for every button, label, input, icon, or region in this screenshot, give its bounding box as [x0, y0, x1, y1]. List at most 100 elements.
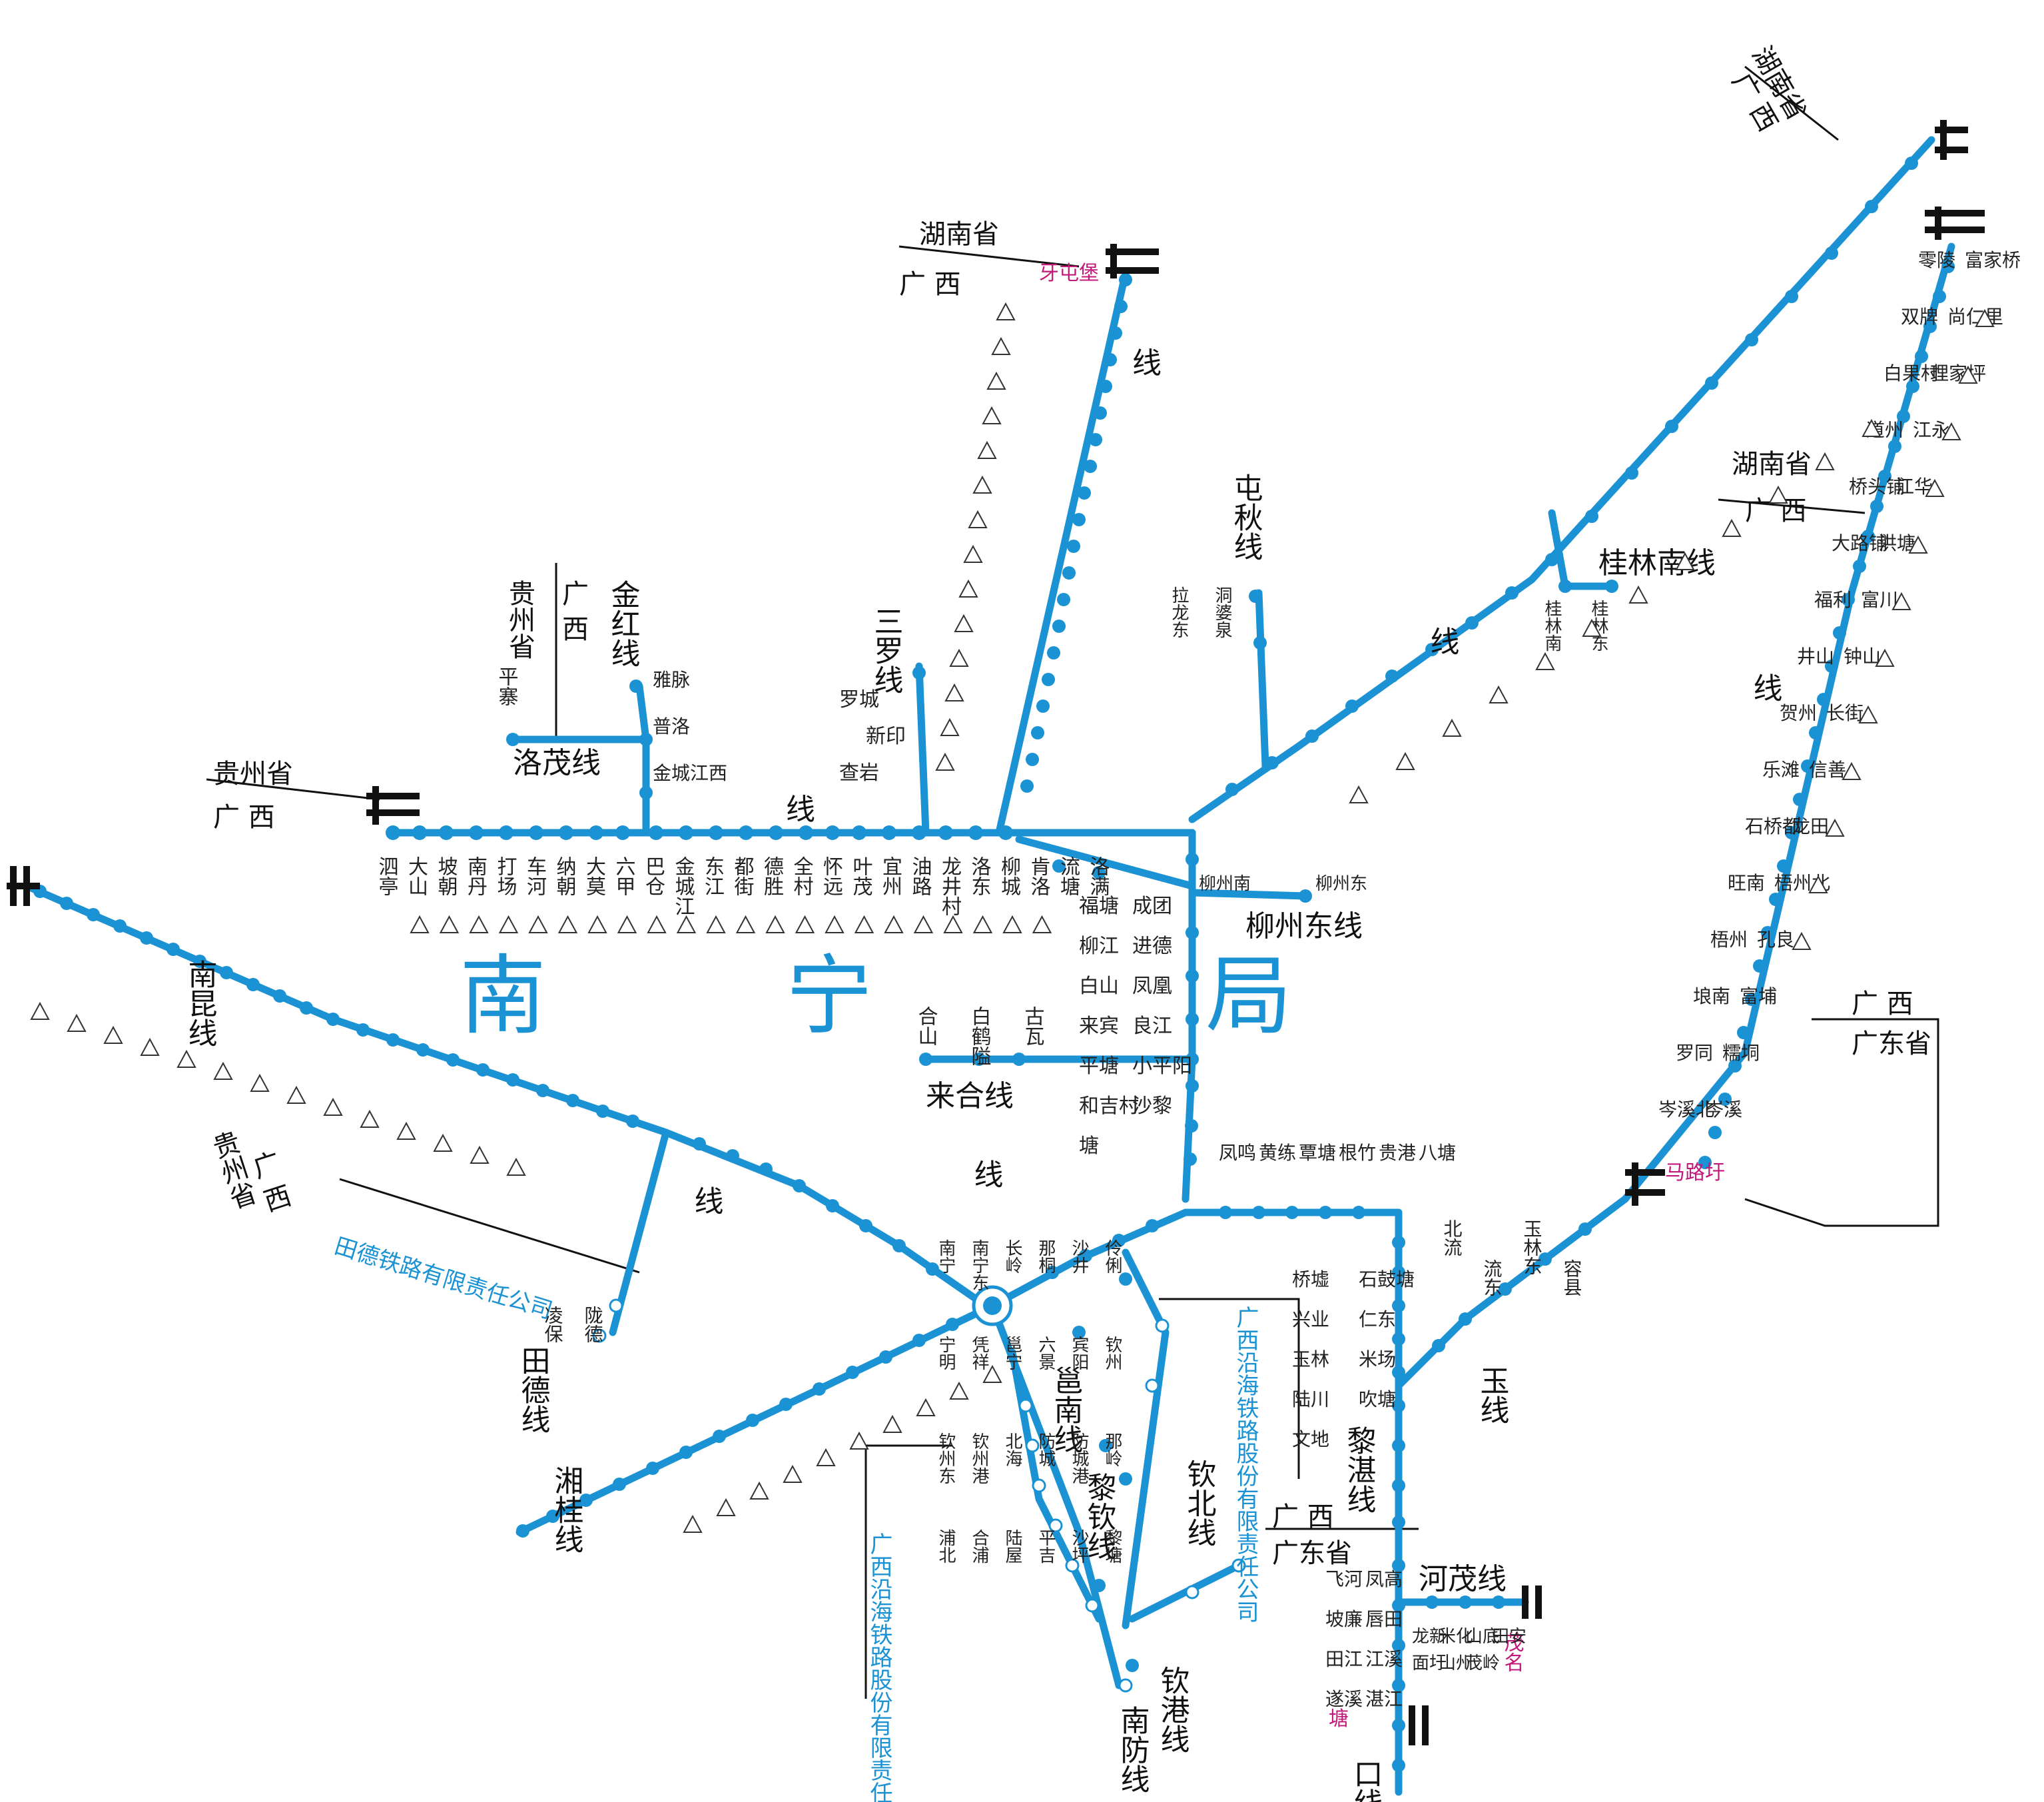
line-label-nan-kun-w: 南昆线	[183, 959, 217, 1047]
province-guangdong-se: 广东省	[1852, 1029, 1931, 1059]
province-guangxi-s: 广 西	[1272, 1502, 1334, 1532]
station-label-laihe: 古瓦	[1021, 1006, 1044, 1046]
station-tang: 塘	[1329, 1707, 1349, 1731]
scenic-marker-icon	[884, 915, 904, 933]
terminus-quanzhou	[1935, 120, 1968, 160]
scenic-marker-icon	[949, 1381, 969, 1400]
station-label-nanning: 那桐	[1036, 1239, 1056, 1274]
border-guizhou-guangxi-w	[206, 778, 380, 801]
scenic-marker-icon	[963, 544, 983, 563]
station-label-west_main: 肯洛	[1027, 856, 1050, 896]
scenic-marker-icon	[439, 915, 460, 933]
station-label-maoming: 面圩	[1412, 1653, 1447, 1673]
station-label-yulin: 玉林东	[1521, 1219, 1543, 1275]
scenic-marker-icon	[1825, 818, 1845, 837]
scenic-marker-icon	[1582, 618, 1602, 637]
station-maoming: 茂名	[1501, 1632, 1524, 1672]
station-label-nanning: 防城港	[1069, 1432, 1089, 1484]
station-label-nanning: 南宁东	[969, 1239, 989, 1291]
station-label-south_trunk: 平塘	[1079, 1055, 1119, 1078]
station-label-yongzhan: 富埔	[1740, 985, 1777, 1007]
scenic-marker-icon	[735, 915, 756, 933]
scenic-marker-icon	[1908, 535, 1928, 554]
scenic-marker-icon	[617, 915, 637, 933]
scenic-marker-icon	[968, 510, 988, 528]
station-label-nanning: 南宁	[936, 1239, 956, 1274]
scenic-marker-icon	[795, 915, 815, 933]
scenic-marker-icon	[954, 614, 974, 632]
station-label-lizhan: 吹塘	[1359, 1388, 1396, 1410]
scenic-marker-icon	[854, 915, 874, 933]
station-label-west_main: 流塘	[1056, 856, 1080, 896]
station-label-maoming: 山州	[1439, 1653, 1473, 1673]
station-label-hemao: 唇田	[1365, 1608, 1403, 1630]
border-tiande	[339, 1178, 640, 1274]
scenic-markers	[30, 302, 1995, 1533]
station-label-tiande: 陇德	[582, 1306, 604, 1343]
line-label-jiaoliu: 线	[1132, 346, 1162, 380]
line-labels: 线 线 三罗线 金红线 洛茂线 屯秋线 桂林南线 柳州东线 来合线 河茂线 口线…	[183, 346, 1782, 1802]
station-label-west_main: 龙井村	[938, 856, 962, 916]
line-label-guilin-south: 桂林南线	[1598, 546, 1716, 580]
station-label-west_main: 坡朝	[434, 856, 458, 896]
station-label-west_main: 都街	[731, 856, 755, 896]
station-label-south_trunk: 和吉村	[1079, 1095, 1139, 1118]
line-label-laihe: 来合线	[926, 1079, 1014, 1113]
station-label-maoming: 米化	[1439, 1627, 1473, 1647]
station-label-liuzhou: 柳州南	[1199, 874, 1251, 894]
station-label-yongzhan: 江华	[1895, 476, 1933, 498]
station-label-laihe: 合山	[914, 1006, 938, 1046]
line-label-jinhong: 金红线	[606, 580, 640, 668]
station-label-yongzhan: 岑溪	[1705, 1099, 1742, 1121]
line-label-tiande: 田德线	[516, 1346, 550, 1434]
station-label-lizhan: 桥墟	[1292, 1268, 1329, 1290]
station-label-south_trunk: 进德	[1132, 935, 1172, 958]
company-coastal-w: 广西沿海铁路股份有限责任公司	[866, 1532, 892, 1802]
station-label-south_trunk: 凤凰	[1132, 975, 1172, 998]
terminus-yatunbao	[1106, 244, 1159, 278]
station-label-west_main: 洛东	[968, 856, 991, 896]
scenic-marker-icon	[986, 371, 1006, 390]
station-label-maoming: 龙新	[1412, 1627, 1447, 1647]
province-guangxi-n: 广 西	[899, 269, 961, 300]
station-label-west_main: 柳城	[997, 856, 1020, 896]
scenic-marker-icon	[557, 915, 578, 933]
station-label-maoming: 田安	[1492, 1627, 1527, 1647]
station-label-west_main: 泗亭	[375, 856, 398, 896]
station-label-nanning: 钦州	[1102, 1336, 1122, 1370]
station-label-nanning: 伶俐	[1102, 1239, 1122, 1274]
rail-jiaoliu	[995, 269, 1130, 837]
station-label-nanning: 宁明	[936, 1336, 956, 1370]
station-label-west_main: 洛满	[1086, 856, 1110, 896]
province-hunan-n: 湖南省	[919, 219, 999, 250]
station-label-maoming: 山底	[1465, 1627, 1500, 1647]
station-label-yongzhan: 零陵	[1918, 249, 1955, 271]
scenic-marker-icon	[972, 475, 992, 494]
station-label-yongzhan: 长街	[1826, 702, 1864, 724]
scenic-marker-icon	[996, 302, 1016, 320]
station-label-yongzhan: 龙田	[1792, 815, 1829, 837]
scenic-marker-icon	[977, 440, 997, 459]
station-label-yongzhan: 桥头铺	[1849, 476, 1905, 498]
scenic-marker-icon	[286, 1085, 306, 1104]
station-label-south_trunk: 塘	[1079, 1134, 1099, 1158]
rail-tiande	[609, 1128, 670, 1336]
scenic-marker-icon	[1975, 308, 1995, 327]
station-label-lizhan: 贵港	[1379, 1142, 1416, 1164]
station-label-lizhan: 米场	[1359, 1348, 1396, 1370]
station-label-south_trunk: 福塘	[1079, 895, 1119, 918]
station-label-lizhan: 玉林	[1292, 1348, 1329, 1370]
province-guangxi-se: 广 西	[1852, 989, 1913, 1019]
scenic-marker-icon	[1815, 452, 1835, 470]
station-label-nanning: 北海	[1002, 1432, 1022, 1467]
station-label-tiande: 凌保	[542, 1306, 564, 1343]
scenic-marker-icon	[1941, 422, 1961, 440]
station-label-lizhan: 凤鸣	[1219, 1142, 1256, 1164]
station-label-liuzhou: 柳州东	[1315, 874, 1367, 894]
station-label-jinhong: 普洛	[653, 715, 690, 737]
scenic-marker-icon	[103, 1025, 123, 1044]
dots-nankun	[33, 885, 939, 1276]
station-label-yongzhan: 钟山	[1844, 646, 1881, 668]
station-label-hemao: 湛江	[1365, 1688, 1403, 1710]
rail-liuzhou-east	[1188, 889, 1309, 900]
